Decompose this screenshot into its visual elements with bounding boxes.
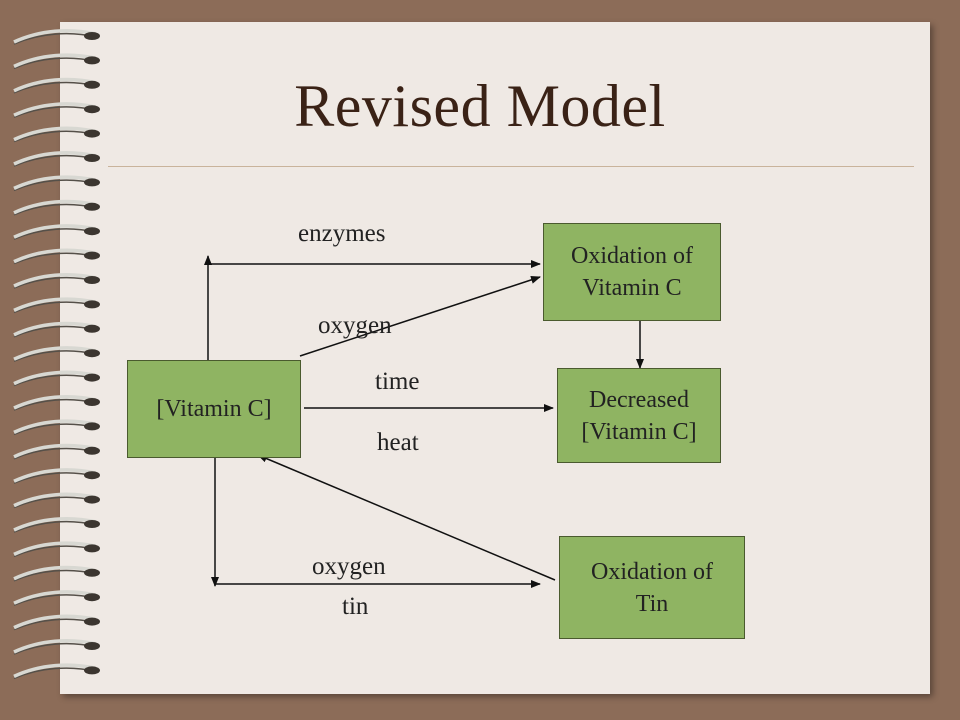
label-enzymes: enzymes bbox=[298, 220, 386, 247]
node-oxidation-tin-label: Oxidation of Tin bbox=[591, 558, 713, 617]
node-decreased-vitamin-c: Decreased [Vitamin C] bbox=[557, 368, 721, 463]
spiral-ring bbox=[13, 151, 100, 167]
spiral-ring bbox=[13, 492, 100, 509]
spiral-ring bbox=[13, 517, 100, 533]
spiral-ring bbox=[13, 395, 100, 411]
arrow-tin-to-vitamin-c bbox=[257, 454, 556, 581]
spiral-ring bbox=[13, 102, 100, 118]
spiral-ring bbox=[13, 126, 100, 143]
spiral-ring bbox=[13, 590, 100, 606]
spiral-ring bbox=[13, 248, 100, 265]
spiral-ring bbox=[13, 663, 100, 680]
spiral-ring bbox=[13, 273, 100, 289]
label-heat: heat bbox=[377, 429, 419, 456]
spiral-ring bbox=[13, 297, 100, 314]
node-oxidation-vitamin-c: Oxidation of Vitamin C bbox=[543, 223, 721, 321]
spiral-ring bbox=[13, 419, 100, 436]
label-oxygen-bottom: oxygen bbox=[312, 553, 386, 580]
node-vitamin-c-label: [Vitamin C] bbox=[156, 396, 272, 422]
page-title: Revised Model bbox=[294, 73, 666, 139]
spiral-ring bbox=[13, 614, 100, 631]
node-oxidation-vitamin-c-label: Oxidation of Vitamin C bbox=[571, 243, 693, 301]
spiral-ring bbox=[13, 224, 100, 240]
node-decreased-vitamin-c-label: Decreased [Vitamin C] bbox=[581, 386, 697, 445]
spiral-ring bbox=[13, 639, 100, 655]
spiral-ring bbox=[13, 29, 100, 45]
label-time: time bbox=[375, 368, 420, 395]
label-oxygen-top: oxygen bbox=[318, 312, 392, 339]
node-oxidation-tin: Oxidation of Tin bbox=[559, 536, 745, 639]
node-vitamin-c: [Vitamin C] bbox=[127, 360, 301, 458]
spiral-ring bbox=[13, 468, 100, 484]
title-divider bbox=[108, 166, 914, 167]
spiral-ring bbox=[13, 175, 100, 192]
spiral-ring bbox=[13, 541, 100, 558]
spiral-ring bbox=[13, 565, 100, 582]
slide-canvas bbox=[60, 22, 930, 694]
spiral-ring bbox=[13, 199, 100, 216]
spiral-ring bbox=[13, 53, 100, 70]
spiral-binding bbox=[13, 29, 100, 680]
spiral-ring bbox=[13, 321, 100, 338]
spiral-ring bbox=[13, 77, 100, 94]
arrow-oxygen-diagonal bbox=[299, 276, 541, 357]
label-tin: tin bbox=[342, 593, 369, 620]
spiral-ring bbox=[13, 370, 100, 387]
spiral-ring bbox=[13, 443, 100, 460]
spiral-ring bbox=[13, 346, 100, 362]
